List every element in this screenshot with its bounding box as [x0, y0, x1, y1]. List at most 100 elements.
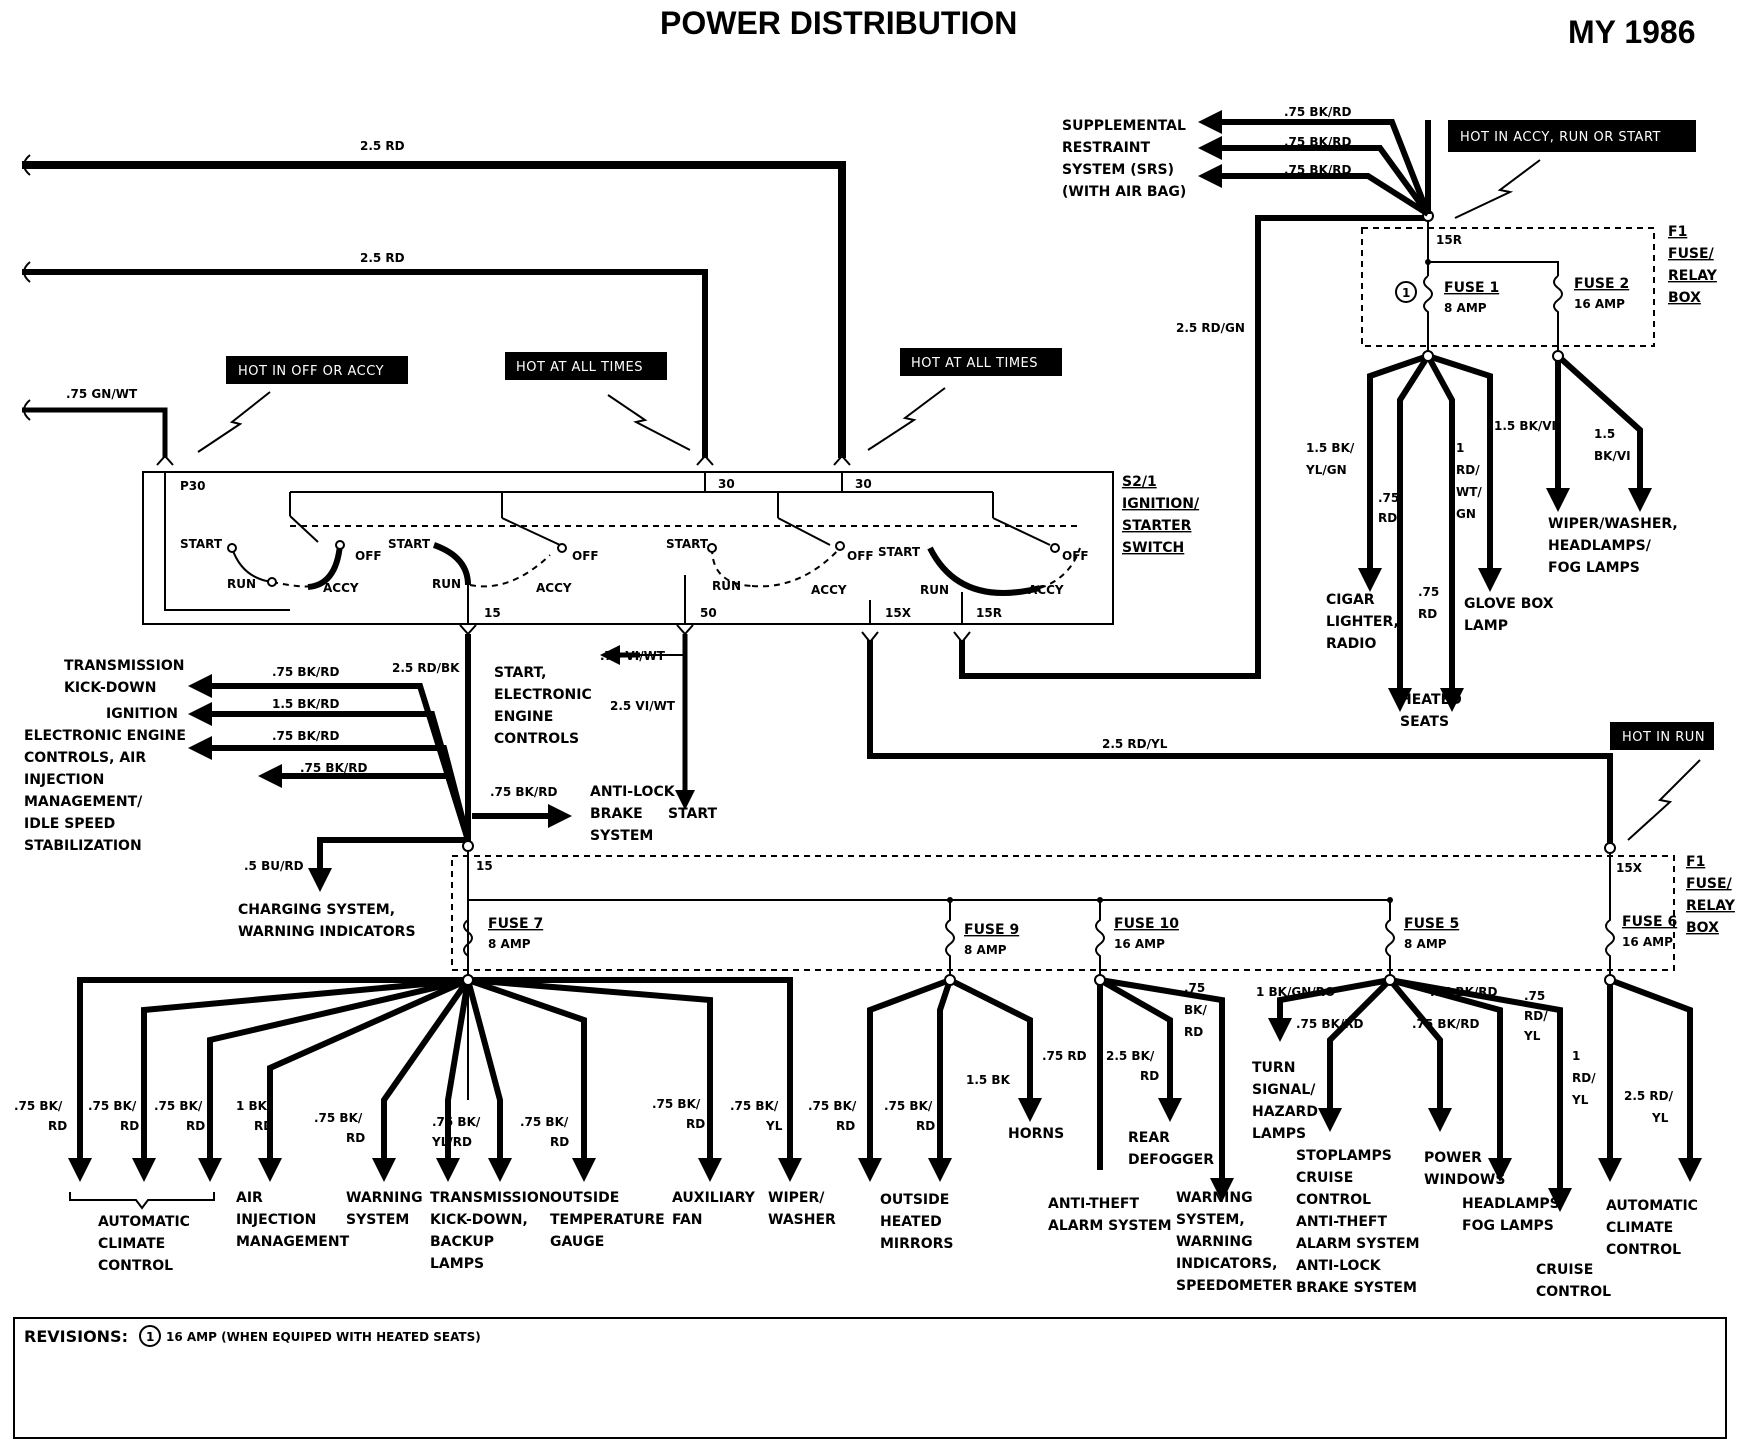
position-label: OFF	[572, 549, 599, 563]
load-label: ALARM SYSTEM	[1296, 1236, 1420, 1252]
wire-label: RD	[186, 1119, 205, 1133]
srs-wires	[1198, 110, 1431, 217]
wire-label: .75 RD	[1042, 1049, 1087, 1063]
position-label: ACCY	[1028, 583, 1064, 597]
wire-label: YL	[1523, 1029, 1541, 1043]
svg-text:HOT IN ACCY, RUN OR START: HOT IN ACCY, RUN OR START	[1460, 130, 1661, 145]
load-label: TRANSMISSION	[64, 658, 184, 674]
position-label: RUN	[432, 577, 461, 591]
arrows	[600, 645, 695, 810]
position-label: RUN	[920, 583, 949, 597]
load-label: WIPER/WASHER,	[1548, 516, 1678, 532]
load-label: AUTOMATIC	[1606, 1198, 1698, 1214]
terminal-label: 15X	[1616, 861, 1643, 875]
load-label: AUTOMATIC	[98, 1214, 190, 1230]
wire-label: BK/VI	[1594, 449, 1631, 463]
load-label: CONTROL	[1296, 1192, 1371, 1208]
load-label: DEFOGGER	[1128, 1152, 1214, 1168]
wire-label: RD	[48, 1119, 67, 1133]
load-label: RESTRAINT	[1062, 140, 1151, 156]
wire-label: 2.5 RD	[360, 139, 405, 153]
svg-text:1: 1	[146, 1330, 154, 1344]
position-label: ACCY	[536, 581, 572, 595]
wire-label: .75	[1418, 585, 1439, 599]
load-label: ANTI-THEFT	[1296, 1214, 1387, 1230]
load-label: TEMPERATURE	[550, 1212, 665, 1228]
load-label: (WITH AIR BAG)	[1062, 184, 1186, 200]
fuse-rating: 8 AMP	[1444, 301, 1487, 315]
load-label: OUTSIDE	[550, 1190, 619, 1206]
wire-label: 1.5	[1594, 427, 1615, 441]
wire-label: RD	[1140, 1069, 1159, 1083]
svg-text:HOT AT ALL TIMES: HOT AT ALL TIMES	[911, 356, 1038, 371]
fuse-rating: 8 AMP	[964, 943, 1007, 957]
hot-label-off-accy: HOT IN OFF OR ACCY	[226, 356, 408, 384]
wire-label: WT/	[1456, 485, 1482, 499]
load-label: ELECTRONIC ENGINE	[24, 728, 186, 744]
load-label: LAMPS	[1252, 1126, 1306, 1142]
wire-label: 1 BK/	[236, 1099, 272, 1113]
wire-label: BK/	[1184, 1003, 1207, 1017]
load-label: BACKUP	[430, 1234, 494, 1250]
load-label: WINDOWS	[1424, 1172, 1505, 1188]
wire-label: .75 BK/	[808, 1099, 857, 1113]
switch-name: STARTER	[1122, 518, 1192, 534]
load-label: GLOVE BOX	[1464, 596, 1554, 612]
load-label: CONTROL	[98, 1258, 173, 1274]
wire-label: 2.5 VI/WT	[610, 699, 676, 713]
hot-label-all-times-2: HOT AT ALL TIMES	[900, 348, 1062, 376]
wire-label: RD	[1184, 1025, 1203, 1039]
terminal-label: 15	[484, 606, 501, 620]
wire-label: RD	[550, 1135, 569, 1149]
brace	[69, 1192, 215, 1210]
box-name: FUSE/	[1668, 246, 1715, 262]
page-title: POWER DISTRIBUTION	[660, 5, 1017, 41]
load-label: INJECTION	[24, 772, 104, 788]
model-year: MY 1986	[1568, 14, 1696, 50]
load-label: CIGAR	[1326, 592, 1375, 608]
load-label: AUXILIARY	[672, 1190, 756, 1206]
box-name: BOX	[1686, 920, 1719, 936]
load-label: IGNITION	[106, 706, 178, 722]
load-label: WARNING	[1176, 1234, 1253, 1250]
switch-ref: S2/1	[1122, 474, 1157, 490]
load-label: INDICATORS,	[1176, 1256, 1277, 1272]
left-branch-wires	[188, 674, 572, 892]
hot-label-in-run: HOT IN RUN	[1610, 722, 1714, 750]
position-label: RUN	[227, 577, 256, 591]
wire-label: .75	[1378, 491, 1399, 505]
load-label: CLIMATE	[98, 1236, 165, 1252]
position-label: ACCY	[323, 581, 359, 595]
wire-label: .75 BK/	[884, 1099, 933, 1113]
wire-label: RD	[254, 1119, 273, 1133]
position-label: ACCY	[811, 583, 847, 597]
load-label: IDLE SPEED	[24, 816, 115, 832]
terminal-label: 30	[855, 477, 872, 491]
position-label: OFF	[355, 549, 382, 563]
load-label: POWER	[1424, 1150, 1482, 1166]
fuse-rating: 16 AMP	[1622, 935, 1673, 949]
wire-label: 1	[1572, 1049, 1580, 1063]
wire-label: 1	[1456, 441, 1464, 455]
svg-text:HOT IN OFF OR ACCY: HOT IN OFF OR ACCY	[238, 364, 384, 379]
position-label: START	[666, 537, 709, 551]
revisions-text: 16 AMP (WHEN EQUIPED WITH HEATED SEATS)	[166, 1330, 481, 1344]
wire-label: 2.5 RD/	[1624, 1089, 1674, 1103]
load-label: BRAKE SYSTEM	[1296, 1280, 1417, 1296]
load-label: LIGHTER,	[1326, 614, 1399, 630]
wire-label: .75 BK/RD	[1296, 1017, 1364, 1031]
wire-label: .75	[1184, 981, 1205, 995]
wire-label: 1.5 BK/RD	[272, 697, 340, 711]
position-label: START	[388, 537, 431, 551]
load-label: MIRRORS	[880, 1236, 953, 1252]
wire-label: .75 BK/RD	[1412, 1017, 1480, 1031]
wire-label: .75 BK/RD	[300, 761, 368, 775]
fuse-name: FUSE 1	[1444, 280, 1499, 296]
load-label: TRANSMISSION	[430, 1190, 550, 1206]
load-label: GAUGE	[550, 1234, 604, 1250]
load-label: AIR	[236, 1190, 263, 1206]
wire-label: RD	[120, 1119, 139, 1133]
wire-label: .75 BK/RD	[490, 785, 558, 799]
fuse-rating: 8 AMP	[488, 937, 531, 951]
